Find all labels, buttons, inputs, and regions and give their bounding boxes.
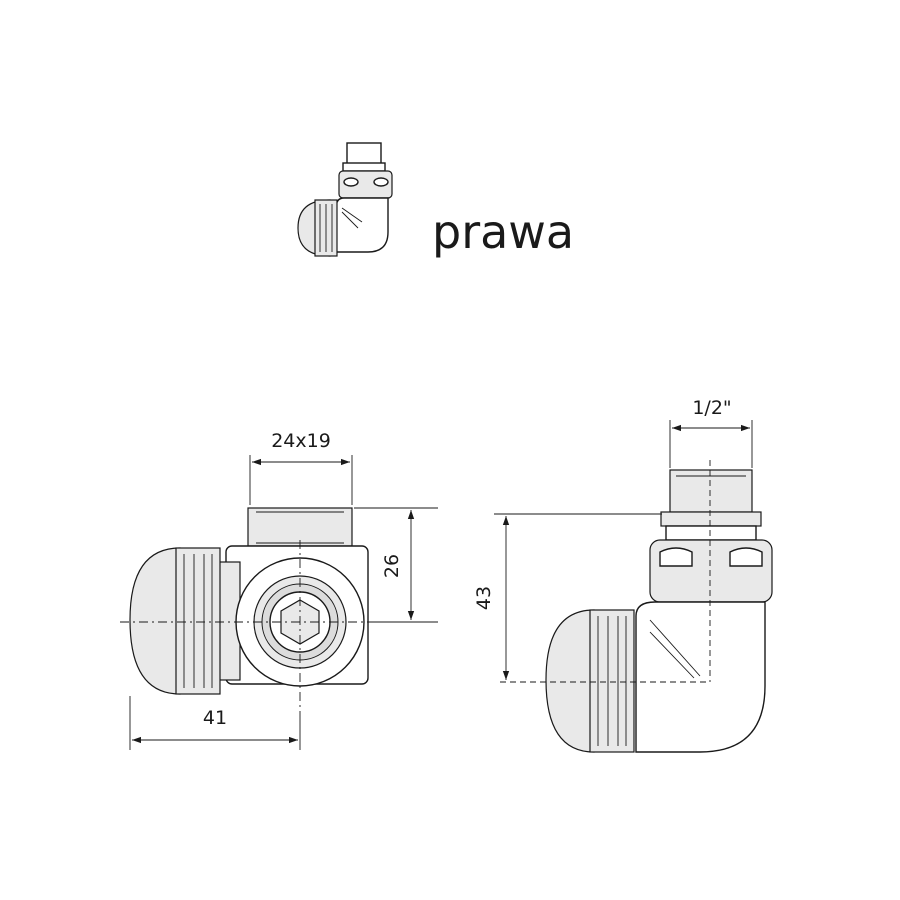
variant-title: prawa: [432, 205, 574, 259]
dim-height-small: 26: [381, 554, 403, 578]
dim-top-width: 24x19: [271, 430, 331, 452]
front-view: [120, 507, 425, 712]
dim-height-total: 43: [473, 586, 495, 610]
side-view: [500, 460, 773, 753]
dim-overall-width: 41: [203, 707, 227, 729]
dim-thread: 1/2": [692, 397, 731, 419]
side-view-dimensions: 1/2" 43: [473, 397, 753, 680]
front-view-dimensions: 24x19 26 41: [129, 430, 438, 750]
valve-icon-thumbnail: [297, 142, 393, 257]
